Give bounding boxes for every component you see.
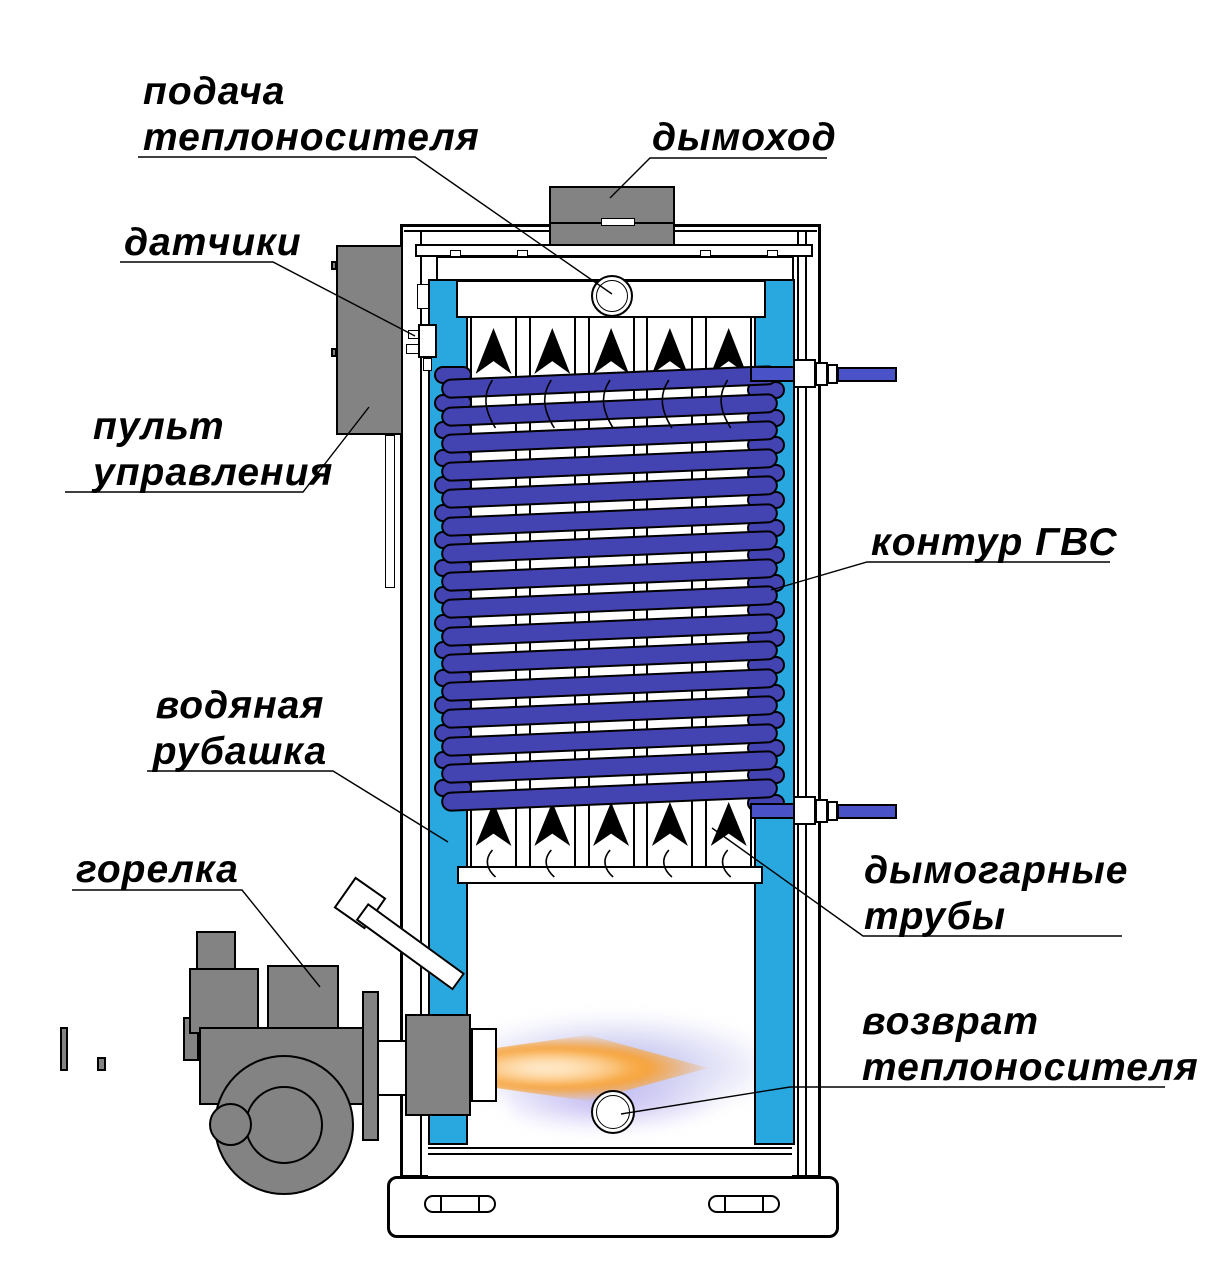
burner-motor-cap xyxy=(209,1103,252,1146)
fire-tube-column xyxy=(470,318,517,868)
dhw-outlet-fitting xyxy=(793,359,816,388)
base-slot xyxy=(708,1195,780,1213)
sensor-bolt xyxy=(408,330,419,339)
label-sensors: датчики xyxy=(124,221,302,264)
burner-wall-block xyxy=(405,1014,471,1116)
burner-fan-hub xyxy=(245,1086,323,1164)
supply-port-circle-inner xyxy=(596,280,628,312)
burner-valve-body xyxy=(189,968,259,1034)
burner-valve-top xyxy=(196,931,236,971)
return-port-circle-inner xyxy=(596,1095,630,1129)
bottom-band xyxy=(428,1147,792,1178)
dhw-inlet-pipe xyxy=(837,804,897,819)
label-fire-tubes: дымогарные трубы xyxy=(864,849,1129,938)
left-wall-line xyxy=(420,230,422,1176)
burner-rod xyxy=(97,1057,106,1071)
label-dhw-circuit: контур ГВС xyxy=(871,521,1118,564)
flame-core xyxy=(496,1050,626,1086)
leader-dhw-circuit xyxy=(770,561,1110,591)
burner-neck xyxy=(377,1040,407,1096)
chimney-block xyxy=(549,186,675,248)
sensor-bolt xyxy=(406,344,419,354)
control-panel-tab xyxy=(331,261,337,270)
burner-nozzle xyxy=(471,1028,497,1102)
right-wall-line-inner xyxy=(797,230,799,1176)
label-return: возврат теплоносителя xyxy=(862,1000,1199,1089)
label-supply: подача теплоносителя xyxy=(143,70,480,159)
sensor-box xyxy=(418,324,437,358)
dhw-inlet-fitting xyxy=(793,796,816,825)
label-control-panel: пульт управления xyxy=(93,405,334,494)
dhw-inlet-stub xyxy=(750,803,796,819)
burner-control-box xyxy=(267,965,339,1034)
label-water-jacket: водяная рубашка xyxy=(152,684,328,773)
sensor-stub xyxy=(423,358,432,371)
dhw-outlet-pipe xyxy=(837,367,897,382)
base-slot-divider xyxy=(762,1197,764,1211)
label-burner: горелка xyxy=(76,848,239,891)
dhw-outlet-stub xyxy=(750,366,796,382)
right-wall-line-outer xyxy=(805,230,807,1176)
bottom-band-line xyxy=(428,1153,792,1155)
base-slot-divider xyxy=(440,1197,442,1211)
panel-conduit xyxy=(385,435,395,588)
firebox-ceiling-band xyxy=(457,866,763,884)
base-slot-divider xyxy=(724,1197,726,1211)
chimney-notch xyxy=(601,218,635,226)
control-panel-box xyxy=(336,245,403,435)
label-chimney: дымоход xyxy=(652,116,837,159)
burner-rod xyxy=(60,1027,68,1071)
wall-fitting-box xyxy=(417,284,429,309)
base-slot xyxy=(424,1195,496,1213)
base-slot-divider xyxy=(478,1197,480,1211)
control-panel-tab xyxy=(331,348,337,357)
